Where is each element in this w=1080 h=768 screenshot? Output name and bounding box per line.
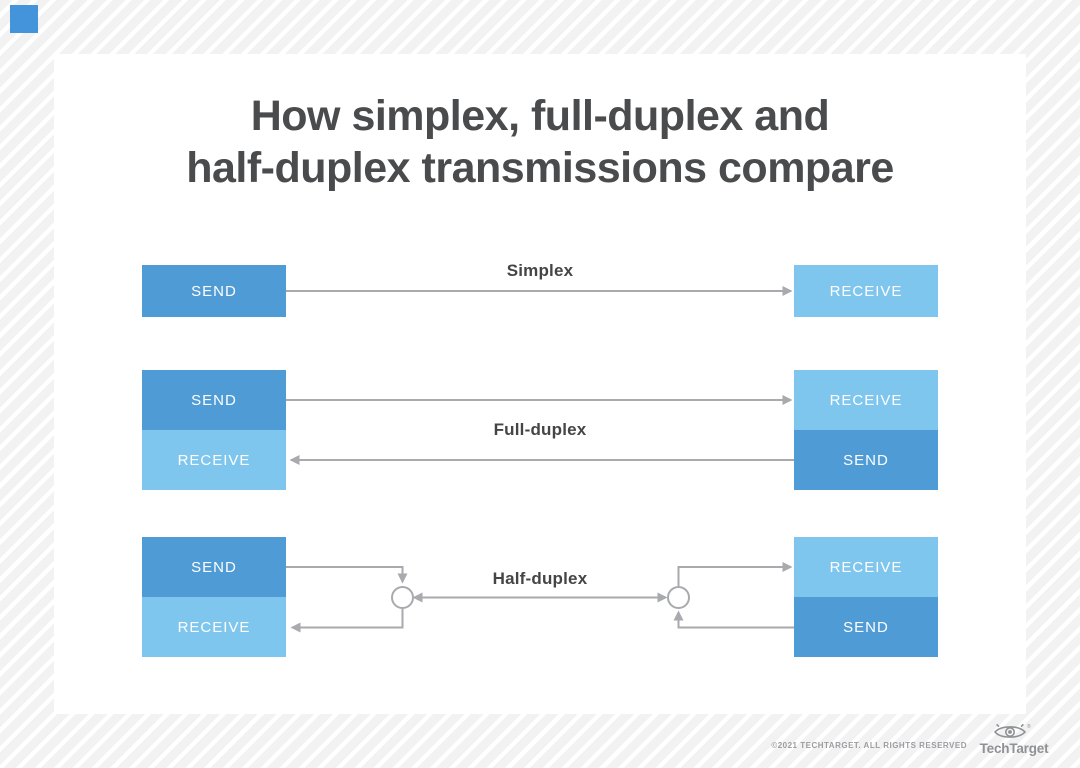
- full-duplex-label: Full-duplex: [493, 420, 587, 439]
- simplex-send-box: SEND: [142, 265, 286, 317]
- full-duplex-left-send-box: SEND: [142, 370, 286, 430]
- half-duplex-left-receive-box: RECEIVE: [142, 597, 286, 657]
- copyright-text: ©2021 TECHTARGET. ALL RIGHTS RESERVED: [771, 741, 967, 750]
- svg-text:®: ®: [1027, 723, 1031, 730]
- techtarget-eye-icon: ®: [993, 723, 1031, 738]
- infographic-card: How simplex, full-duplex and half-duplex…: [54, 54, 1026, 714]
- simplex-label: Simplex: [506, 261, 574, 280]
- techtarget-logo-text: TechTarget: [979, 741, 1049, 756]
- corner-accent-square: [10, 5, 38, 33]
- arrow-lines: [286, 286, 794, 633]
- page-title-line1: How simplex, full-duplex and: [250, 92, 830, 140]
- half-duplex-right-receive-box: RECEIVE: [794, 537, 938, 597]
- full-duplex-right-send-box: SEND: [794, 430, 938, 490]
- half-duplex-label: Half-duplex: [492, 569, 588, 588]
- half-duplex-right-send-box: SEND: [794, 597, 938, 657]
- full-duplex-left-receive-box: RECEIVE: [142, 430, 286, 490]
- techtarget-logo: ® TechTarget: [978, 722, 1050, 756]
- connector-layer: [286, 286, 794, 633]
- half-duplex-left-send-box: SEND: [142, 537, 286, 597]
- full-duplex-right-receive-box: RECEIVE: [794, 370, 938, 430]
- channel-node-circles: [391, 586, 690, 609]
- page-title-line2: half-duplex transmissions compare: [186, 144, 894, 192]
- page-title: How simplex, full-duplex and half-duplex…: [54, 90, 1026, 194]
- simplex-receive-box: RECEIVE: [794, 265, 938, 317]
